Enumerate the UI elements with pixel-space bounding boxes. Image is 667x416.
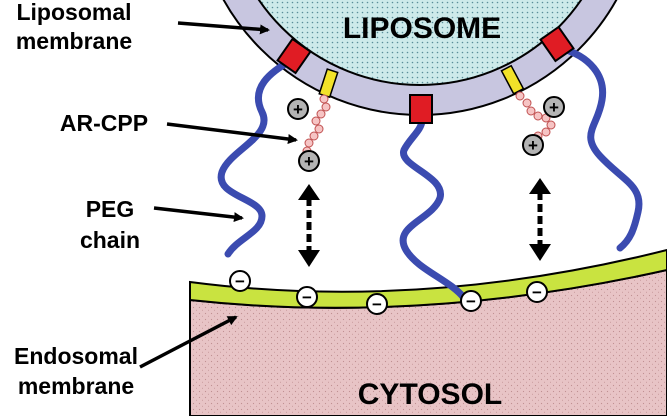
negative-charge: − — [229, 270, 251, 292]
negative-charge: − — [460, 290, 482, 312]
positive-charge-sign: + — [549, 98, 559, 117]
positive-charge-sign: + — [528, 136, 538, 155]
positive-charge: + — [543, 96, 565, 118]
liposome-core — [257, 0, 583, 86]
cpp-linker — [500, 64, 525, 95]
liposomal-membrane-pointer-icon — [177, 21, 270, 35]
ar-cpp-peptide — [515, 91, 556, 141]
peg-chain-label-line1: PEG — [86, 196, 135, 222]
peg-anchor — [539, 25, 575, 63]
peg-chain — [556, 44, 643, 252]
negative-charge-sign: − — [466, 292, 476, 311]
negative-charge: − — [296, 286, 318, 308]
cytosol-label: CYTOSOL — [358, 378, 502, 411]
positive-charge-sign: + — [293, 100, 303, 119]
peg-chain-pointer-icon — [153, 206, 244, 223]
positive-charge: + — [522, 134, 544, 156]
positive-charge-sign: + — [304, 152, 314, 171]
interaction-arrow-icon — [298, 184, 320, 267]
peg-chain — [399, 116, 468, 302]
liposomal-membrane-label-line2: membrane — [16, 28, 132, 54]
endosomal-membrane-pointer-icon — [139, 315, 238, 369]
peg-anchor — [276, 37, 312, 75]
negative-charge-sign: − — [532, 283, 542, 302]
positive-charge: + — [298, 150, 320, 172]
peg-anchor — [409, 94, 433, 124]
negative-charge-sign: − — [302, 288, 312, 307]
ar-cpp-pointer-icon — [166, 122, 298, 144]
endosomal-membrane-label-line2: membrane — [18, 373, 134, 399]
liposomal-membrane-label-line1: Liposomal — [16, 0, 131, 25]
negative-charge-sign: − — [235, 272, 245, 291]
negative-charge: − — [526, 281, 548, 303]
peg-chain — [217, 56, 296, 258]
peg-chain-label-line2: chain — [80, 227, 140, 253]
endosomal-membrane-label-line1: Endosomal — [14, 343, 138, 369]
positive-charge: + — [287, 98, 309, 120]
negative-charge: − — [366, 293, 388, 315]
liposome-label: LIPOSOME — [343, 12, 501, 45]
negative-charge-sign: − — [372, 295, 382, 314]
interaction-arrow-icon — [529, 178, 551, 261]
ar-cpp-label: AR-CPP — [60, 110, 148, 136]
